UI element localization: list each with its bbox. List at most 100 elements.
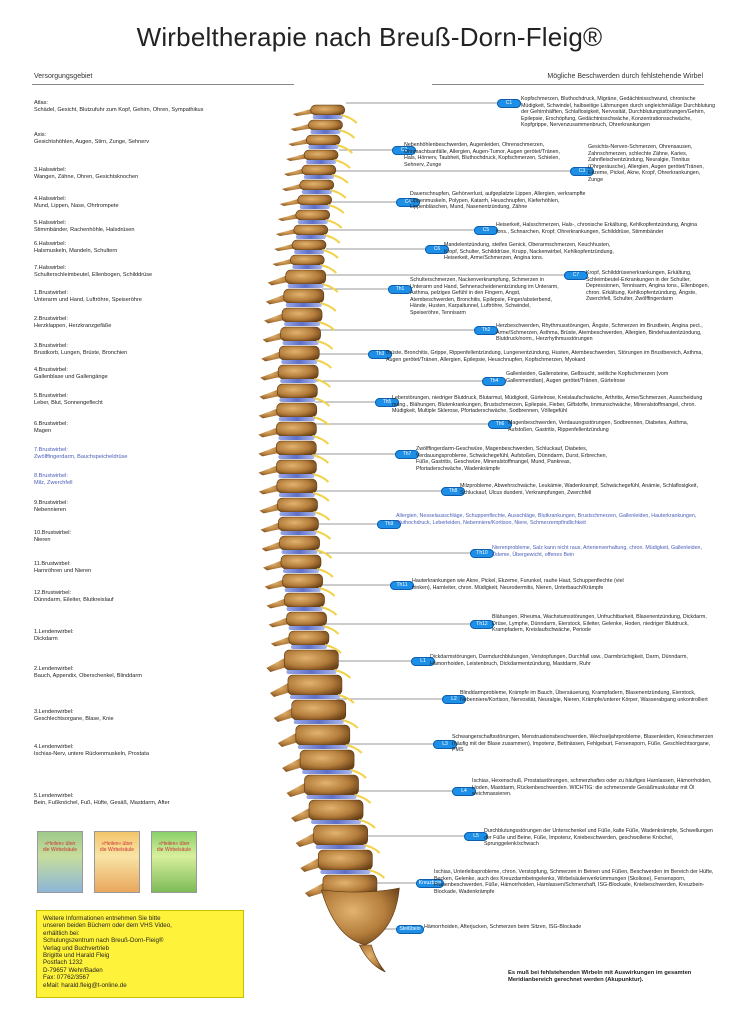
vertebra-body bbox=[276, 421, 317, 437]
intervertebral-disc bbox=[306, 795, 357, 799]
vertebra-name: 4.Lendenwirbel: bbox=[34, 744, 74, 750]
vertebra-name: 5.Brustwirbel: bbox=[34, 393, 68, 399]
complaint-text: Nierenprobleme, Salz kann nicht raus, Ar… bbox=[492, 545, 702, 558]
vertebra-body bbox=[299, 179, 335, 191]
vertebra-body bbox=[291, 699, 347, 721]
vertebra-body bbox=[293, 224, 329, 236]
vertebra-name: 3.Lendenwirbel: bbox=[34, 709, 74, 715]
spinal-nerve bbox=[338, 129, 356, 139]
supply-area-desc: Milz, Zwerchfell bbox=[34, 480, 73, 486]
book-title: »Heilen« über die Wirbelsäule bbox=[99, 841, 135, 853]
intervertebral-disc bbox=[281, 360, 318, 364]
supply-area-desc: Mund, Lippen, Nase, Ohrtrompete bbox=[34, 203, 119, 209]
spinal-nerve bbox=[313, 378, 331, 388]
supply-area-desc: Schulterschleimbeutel, Ellenbogen, Schil… bbox=[34, 272, 153, 278]
vertebra-body bbox=[303, 149, 339, 161]
book-title: »Heilen« über die Wirbelsäule bbox=[156, 841, 192, 853]
supply-area-desc: Gallenblase und Gallengänge bbox=[34, 374, 108, 380]
vertebra-body bbox=[278, 516, 319, 532]
vertebra-body bbox=[277, 497, 318, 513]
vertebra-name: 3.Brustwirbel: bbox=[34, 343, 68, 349]
vertebra-body bbox=[291, 239, 327, 251]
complaint-text: Blähungen, Rheuma, Wachstumsstörungen, U… bbox=[492, 614, 707, 634]
vertebra-name: 1.Brustwirbel: bbox=[34, 290, 68, 296]
vertebra-body bbox=[308, 119, 343, 131]
supply-area-desc: Unterarm und Hand, Luftröhre, Speiseröhr… bbox=[34, 297, 142, 303]
vertebra-body bbox=[283, 288, 325, 304]
intervertebral-disc bbox=[297, 220, 328, 224]
vertebra-body bbox=[281, 307, 323, 323]
vertebra-body bbox=[276, 459, 317, 475]
spinal-nerve bbox=[331, 174, 349, 184]
info-line[interactable]: eMail: harald.fleig@t-online.de bbox=[43, 981, 127, 989]
supply-area-item: 2.Brustwirbel:Herzklappen, Herzkranzgefä… bbox=[34, 316, 234, 330]
vertebra-tag: Th4 bbox=[482, 377, 506, 386]
info-line: unseren beiden Büchern oder dem VHS Vide… bbox=[43, 922, 172, 930]
vertebra-name: 12.Brustwirbel: bbox=[34, 590, 71, 596]
vertebra-body bbox=[276, 402, 318, 418]
contact-info-box: Weitere Informationen entnehmen Sie bitt… bbox=[36, 910, 244, 998]
spinal-nerve bbox=[317, 321, 335, 331]
vertebra-body bbox=[297, 194, 333, 206]
vertebra-name: 4.Brustwirbel: bbox=[34, 367, 68, 373]
supply-area-desc: Herzklappen, Herzkranzgefäße bbox=[34, 323, 112, 329]
intervertebral-disc bbox=[282, 341, 319, 345]
spinal-nerve bbox=[318, 587, 336, 597]
vertebra-name: 7.Halswirbel: bbox=[34, 265, 67, 271]
supply-area-desc: Stimmbänder, Rachenhöhle, Halsdrüsen bbox=[34, 227, 135, 233]
intervertebral-disc bbox=[294, 250, 325, 254]
supply-area-item: 9.Brustwirbel:Nebennieren bbox=[34, 500, 234, 514]
supply-area-item: 2.Lendenwirbel:Bauch, Appendix, Obersche… bbox=[34, 666, 234, 680]
supply-area-desc: Halsmuskeln, Mandeln, Schultern bbox=[34, 248, 118, 254]
vertebra-tag: C3 bbox=[570, 167, 594, 176]
intervertebral-disc bbox=[308, 145, 339, 149]
complaint-text: Nebenhöhlenbeschwerden, Augenleiden, Ohr… bbox=[404, 142, 560, 168]
supply-area-item: 4.Lendenwirbel:Ischias-Nerv, untere Rück… bbox=[34, 744, 234, 758]
vertebra-body bbox=[284, 592, 325, 608]
spinal-nerve bbox=[323, 234, 341, 244]
intervertebral-disc bbox=[315, 845, 366, 849]
vertebra-name: 2.Brustwirbel: bbox=[34, 316, 68, 322]
supply-area-desc: Bauch, Appendix, Oberschenkel, Blinddarm bbox=[34, 673, 142, 679]
complaint-text: Kropf, Schilddrüsenerkrankungen, Erkältu… bbox=[586, 270, 709, 303]
book-cover-2: »Heilen« über die Wirbelsäule bbox=[94, 831, 140, 893]
vertebra-body bbox=[308, 799, 364, 821]
spinal-nerve bbox=[315, 359, 332, 369]
sacrum bbox=[320, 887, 400, 946]
spinal-nerve bbox=[327, 204, 345, 214]
vertebra-name: 6.Brustwirbel: bbox=[34, 421, 68, 427]
spinal-nerve bbox=[349, 769, 367, 779]
spinal-nerve bbox=[321, 249, 339, 259]
vertebra-name: Atlas: bbox=[34, 100, 48, 106]
vertebra-body bbox=[299, 749, 355, 771]
intervertebral-disc bbox=[310, 130, 341, 134]
spinal-nerve bbox=[312, 435, 330, 445]
intervertebral-disc bbox=[278, 493, 315, 497]
vertebra-name: 8.Brustwirbel: bbox=[34, 473, 68, 479]
complaint-text: Magenbeschwerden, Verdauungsstörungen, S… bbox=[508, 420, 689, 433]
vertebra-body bbox=[305, 134, 341, 146]
complaint-text: Leberstörungen, niedriger Blutdruck, Blu… bbox=[392, 395, 703, 415]
vertebra-body bbox=[295, 724, 351, 746]
vertebra-body bbox=[295, 209, 331, 221]
info-line: Weitere Informationen entnehmen Sie bitt… bbox=[43, 915, 161, 922]
vertebra-body bbox=[288, 630, 330, 646]
spinal-nerve bbox=[314, 530, 332, 540]
intervertebral-disc bbox=[295, 235, 326, 239]
intervertebral-disc bbox=[281, 550, 318, 554]
supply-area-item: 5.Lendenwirbel:Bein, Fußknöchel, Fuß, Hü… bbox=[34, 793, 234, 807]
supply-area-item: 4.Brustwirbel:Gallenblase und Gallengäng… bbox=[34, 367, 234, 381]
complaint-text: Brüste, Bronchitis, Grippe, Rippenfellen… bbox=[386, 350, 703, 363]
intervertebral-disc bbox=[312, 115, 343, 119]
spinal-nerve bbox=[325, 219, 343, 229]
complaint-text: Heiserkeit, Halsschmerzen, Hals-, chroni… bbox=[496, 222, 698, 235]
info-line: Brigitte und Harald Fleig bbox=[43, 952, 110, 960]
vertebra-tag: L3 bbox=[433, 740, 457, 749]
spinal-nerve bbox=[319, 302, 337, 312]
vertebra-tag: Th1 bbox=[388, 285, 412, 294]
spinal-nerve bbox=[313, 511, 331, 521]
info-line: erhältlich bei: bbox=[43, 929, 80, 937]
intervertebral-disc bbox=[301, 190, 332, 194]
supply-area-item: 7.Brustwirbel:Zwölffingerdarm, Bauchspei… bbox=[34, 447, 234, 461]
